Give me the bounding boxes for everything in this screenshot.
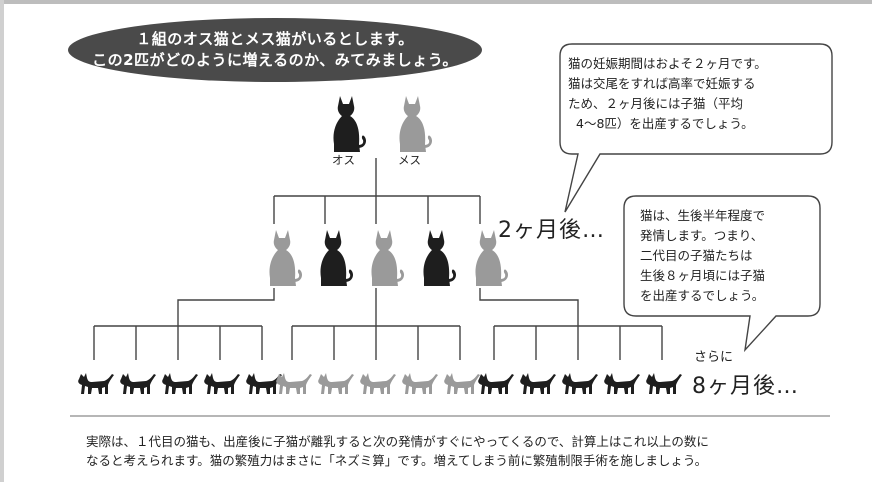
intro-banner: １組のオス猫とメス猫がいるとします。 この2匹がどのように増えるのか、みてみまし… [68, 18, 482, 82]
male-cat-icon [333, 96, 366, 152]
bubble-1-line-1: 猫の妊娠期間はおよそ２ヶ月です。 [568, 56, 767, 71]
gen1-cat-icon-3 [371, 230, 404, 286]
speech-bubble-2 [623, 195, 821, 353]
bubble-1-line-2: 猫は交尾をすれば高率で妊娠する [568, 76, 756, 91]
gen2-cat-icon-3 [162, 373, 198, 394]
bubble-2-line-1: 猫は、生後半年程度で [640, 208, 766, 223]
footer-line-1: 実際は、１代目の猫も、出産後に子猫が離乳すると次の発情がすぐにやってくるので、計… [86, 434, 709, 449]
gen2-prefix-label: さらに [694, 350, 734, 365]
gen2-cat-icon-7 [318, 373, 354, 394]
gen2-cat-icon-5 [246, 373, 282, 394]
footer-line-2: なると考えられます。猫の繁殖力はまさに「ネズミ算」です。増えてしまう前に繁殖制限… [86, 453, 708, 468]
banner-ellipse [68, 18, 482, 82]
gen2-cat-icon-8 [360, 373, 396, 394]
female-cat-icon [399, 96, 432, 152]
gen2-cat-icon-2 [120, 373, 156, 394]
banner-line-2: この2匹がどのように増えるのか、みてみましょう。 [92, 51, 458, 69]
frame-border-top [0, 0, 872, 4]
male-label: オス [332, 153, 355, 167]
gen2-cat-icon-12 [520, 373, 556, 394]
bubble-2-line-2: 発情します。つまり、 [640, 228, 764, 243]
gen2-cat-icon-4 [204, 373, 240, 394]
bubble-2-line-5: を出産するでしょう。 [640, 288, 765, 303]
gen1-time-label: 2ヶ月後… [498, 218, 605, 243]
bubble-1-text: 猫の妊娠期間はおよそ２ヶ月です。 猫は交尾をすれば高率で妊娠する ため、２ヶ月後… [568, 54, 818, 134]
bubble-1-line-3: ため、２ヶ月後には子猫（平均 [568, 96, 744, 111]
gen2-cat-icon-11 [478, 373, 514, 394]
frame-border-left [0, 0, 4, 482]
gen1-cat-icon-4 [423, 230, 456, 286]
gen2-cat-icon-10 [444, 373, 480, 394]
gen1-cat-icon-2 [320, 230, 353, 286]
bubble-2-text: 猫は、生後半年程度で 発情します。つまり、 二代目の子猫たちは 生後８ヶ月頃には… [640, 206, 810, 306]
gen2-time-label: 8ヶ月後… [692, 374, 799, 399]
banner-line-1: １組のオス猫とメス猫がいるとします。 [136, 30, 414, 48]
gen2-cat-icon-9 [402, 373, 438, 394]
gen2-cat-icon-1 [78, 373, 114, 394]
bubble-1-line-4: 4～8匹）を出産するでしょう。 [576, 116, 754, 131]
gen2-cat-icon-15 [646, 373, 682, 394]
female-label: メス [398, 153, 421, 167]
bubble-2-line-3: 二代目の子猫たちは [640, 248, 753, 263]
footer-note: 実際は、１代目の猫も、出産後に子猫が離乳すると次の発情がすぐにやってくるので、計… [86, 432, 846, 470]
gen2-cat-icon-13 [562, 373, 598, 394]
gen1-cat-icon-1 [269, 230, 302, 286]
tree-lines-gen1 [273, 158, 481, 224]
bubble-2-line-4: 生後８ヶ月頃には子猫 [640, 268, 766, 283]
gen2-cat-icon-14 [604, 373, 640, 394]
speech-bubble-1 [559, 43, 833, 213]
tree-lines-gen2 [93, 288, 663, 360]
gen2-cat-icon-6 [276, 373, 312, 394]
